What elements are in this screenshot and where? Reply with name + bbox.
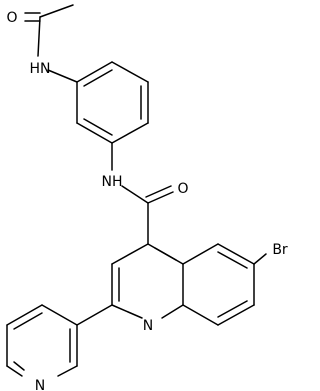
atom-label-n-pyridine: N bbox=[35, 378, 45, 391]
bond-lines bbox=[6, 4, 267, 377]
atom-label-nh-acetamide: HN bbox=[30, 61, 51, 77]
molecule-diagram: O HN NH O Br N N bbox=[6, 4, 288, 391]
atom-label-o-acetyl: O bbox=[6, 10, 17, 26]
atom-label-o-amide: O bbox=[177, 181, 188, 197]
atom-label-n-quinoline: N bbox=[143, 318, 153, 334]
atom-label-br: Br bbox=[272, 242, 288, 258]
atom-label-nh-amide: NH bbox=[102, 174, 123, 190]
